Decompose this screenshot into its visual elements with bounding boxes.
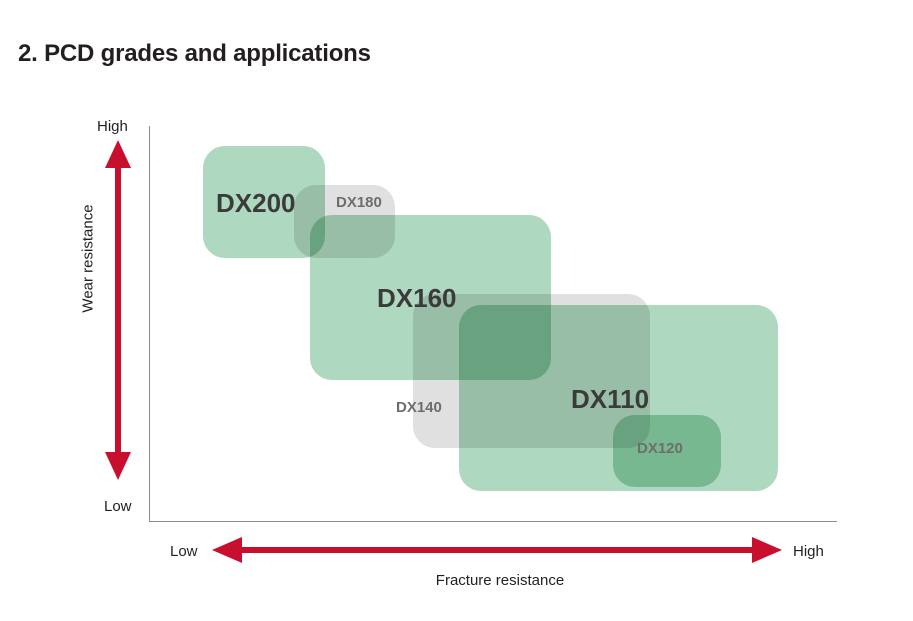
x-axis-line — [149, 521, 837, 522]
y-axis-low-label: Low — [104, 498, 132, 515]
x-axis-high-label: High — [793, 543, 824, 560]
grade-label-dx110: DX110 — [571, 384, 650, 414]
grade-label-dx200: DX200 — [216, 188, 296, 218]
wear-resistance-arrow — [105, 140, 131, 480]
x-axis-title: Fracture resistance — [435, 572, 565, 589]
grade-label-dx120: DX120 — [637, 440, 683, 457]
grade-box-dx140 — [413, 294, 650, 448]
y-axis-title: Wear resistance — [79, 204, 97, 313]
y-axis-high-label: High — [97, 118, 128, 135]
fracture-resistance-arrow — [212, 537, 782, 563]
grade-label-dx160: DX160 — [377, 283, 457, 313]
y-axis-line — [149, 126, 150, 522]
x-axis-low-label: Low — [170, 543, 198, 560]
grade-label-dx180: DX180 — [336, 194, 382, 211]
grade-label-dx140: DX140 — [396, 399, 442, 416]
page-title: 2. PCD grades and applications — [18, 40, 371, 67]
